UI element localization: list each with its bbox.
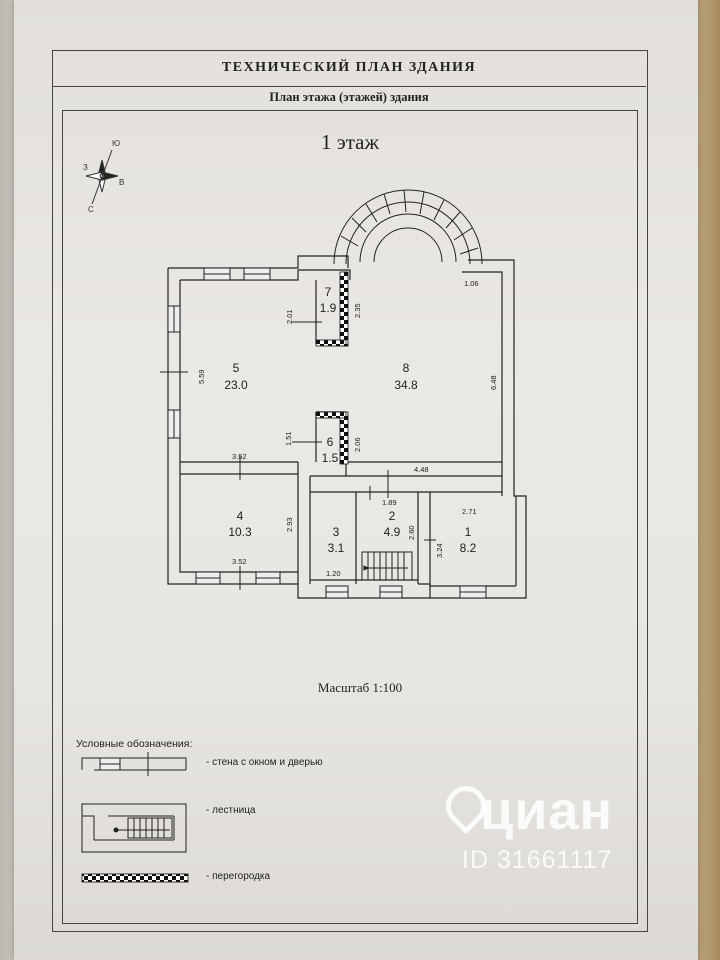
room-area: 1.5 <box>322 451 339 465</box>
partition-walls <box>315 271 349 465</box>
compass-letter: В <box>119 178 124 187</box>
dimension-label: 3.52 <box>232 557 247 566</box>
dimension-label: 2.35 <box>353 303 362 318</box>
dimension-label: 4.48 <box>414 465 429 474</box>
document-title: ТЕХНИЧЕСКИЙ ПЛАН ЗДАНИЯ <box>221 60 477 75</box>
legend-symbol-wall <box>81 752 187 776</box>
paper-sheet <box>14 0 698 960</box>
dimension-label: 1.51 <box>284 431 293 446</box>
room-area: 1.9 <box>320 301 337 315</box>
room-area: 3.1 <box>328 541 345 555</box>
dimension-label: 1.06 <box>464 279 479 288</box>
room-number: 2 <box>389 509 396 523</box>
scale-label: Масштаб 1:100 <box>317 680 403 695</box>
document-subtitle: План этажа (этажей) здания <box>269 89 429 104</box>
plan-frame <box>62 110 638 924</box>
floor-label: 1 этаж <box>320 130 380 154</box>
legend-symbol-partition <box>81 873 189 883</box>
straight-staircase <box>361 551 413 581</box>
dimension-label: 5.59 <box>197 369 206 384</box>
dimension-label: 2.71 <box>462 507 477 516</box>
spiral-staircase <box>333 189 483 265</box>
room-area: 8.2 <box>460 541 477 555</box>
room-number: 3 <box>333 525 340 539</box>
header-subtitle-row: План этажа (этажей) здания <box>52 86 646 108</box>
room-number: 6 <box>327 435 334 449</box>
room-area: 23.0 <box>224 378 248 392</box>
room-area: 4.9 <box>384 525 401 539</box>
dimension-label: 2.60 <box>407 525 416 540</box>
dimension-label: 3.24 <box>435 543 444 558</box>
room-area: 34.8 <box>394 378 418 392</box>
watermark-brand: циан <box>480 781 614 841</box>
dimension-label: 2.01 <box>285 309 294 324</box>
legend-title: Условные обозначения: <box>76 738 193 750</box>
compass-letter: Ю <box>112 139 120 148</box>
door-marks <box>160 321 436 590</box>
room-number: 4 <box>237 509 244 523</box>
watermark: циан ID 31661117 <box>418 777 678 880</box>
room-area: 10.3 <box>228 525 252 539</box>
dimension-label: 1.89 <box>382 498 397 507</box>
compass-icon <box>85 149 119 205</box>
room-number: 5 <box>233 361 240 375</box>
windows <box>167 267 487 599</box>
watermark-id: ID 31661117 <box>462 846 613 874</box>
room-number: 8 <box>403 361 410 375</box>
compass-letter: С <box>88 205 94 214</box>
dimension-label: 2.06 <box>353 437 362 452</box>
dimension-label: 6.48 <box>489 375 498 390</box>
compass-letter: З <box>83 163 88 172</box>
header-title-row: ТЕХНИЧЕСКИЙ ПЛАН ЗДАНИЯ <box>52 50 646 87</box>
dimension-label: 3.52 <box>232 452 247 461</box>
room-number: 7 <box>325 285 332 299</box>
legend-item-label: - перегородка <box>206 871 271 882</box>
document-frame <box>52 50 648 932</box>
dimension-label: 1.20 <box>326 569 341 578</box>
legend-item-label: - стена с окном и дверью <box>206 757 323 768</box>
dimension-label: 2.93 <box>285 517 294 532</box>
legend-item-label: - лестница <box>206 805 256 816</box>
legend-symbol-stair <box>81 803 187 853</box>
room-number: 1 <box>465 525 472 539</box>
